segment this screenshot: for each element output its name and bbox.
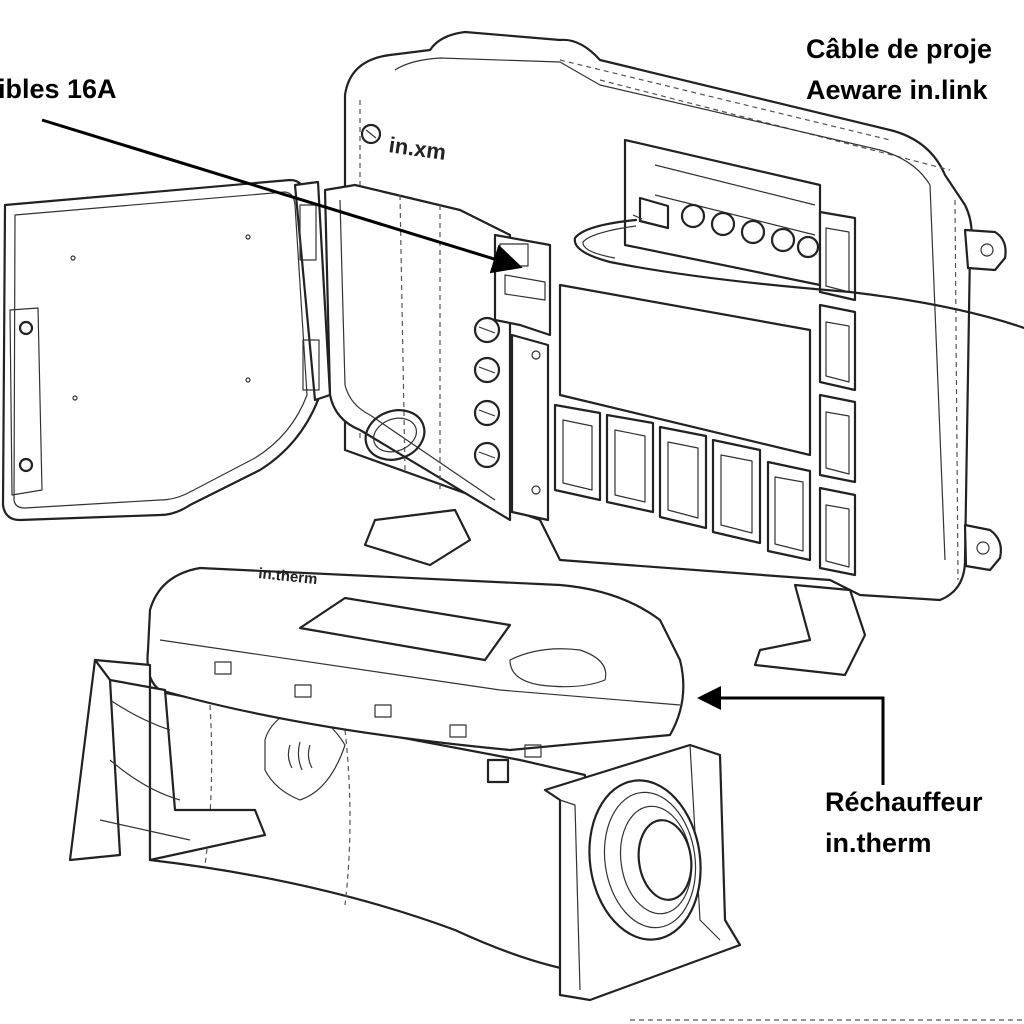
heater-logo-text: in.therm: [258, 565, 319, 588]
controller-box: [323, 30, 1024, 677]
fuse-arrow: [41, 118, 523, 274]
fuse-label: ibles 16A: [0, 74, 117, 104]
cable-label-line1: Câble de proje: [806, 34, 993, 64]
cable-label-line2: Aeware in.link: [806, 75, 988, 105]
lower-connectors: [553, 403, 812, 562]
connector-ports: [680, 203, 820, 259]
terminal-screws: [473, 316, 501, 469]
heater-label-line2: in.therm: [825, 828, 932, 858]
side-connectors: [818, 210, 857, 577]
heater-unit: [68, 566, 1024, 1021]
heater-label-line1: Réchauffeur: [825, 787, 983, 817]
controller-lid: [1, 178, 332, 522]
heater-arrow: [697, 686, 885, 785]
